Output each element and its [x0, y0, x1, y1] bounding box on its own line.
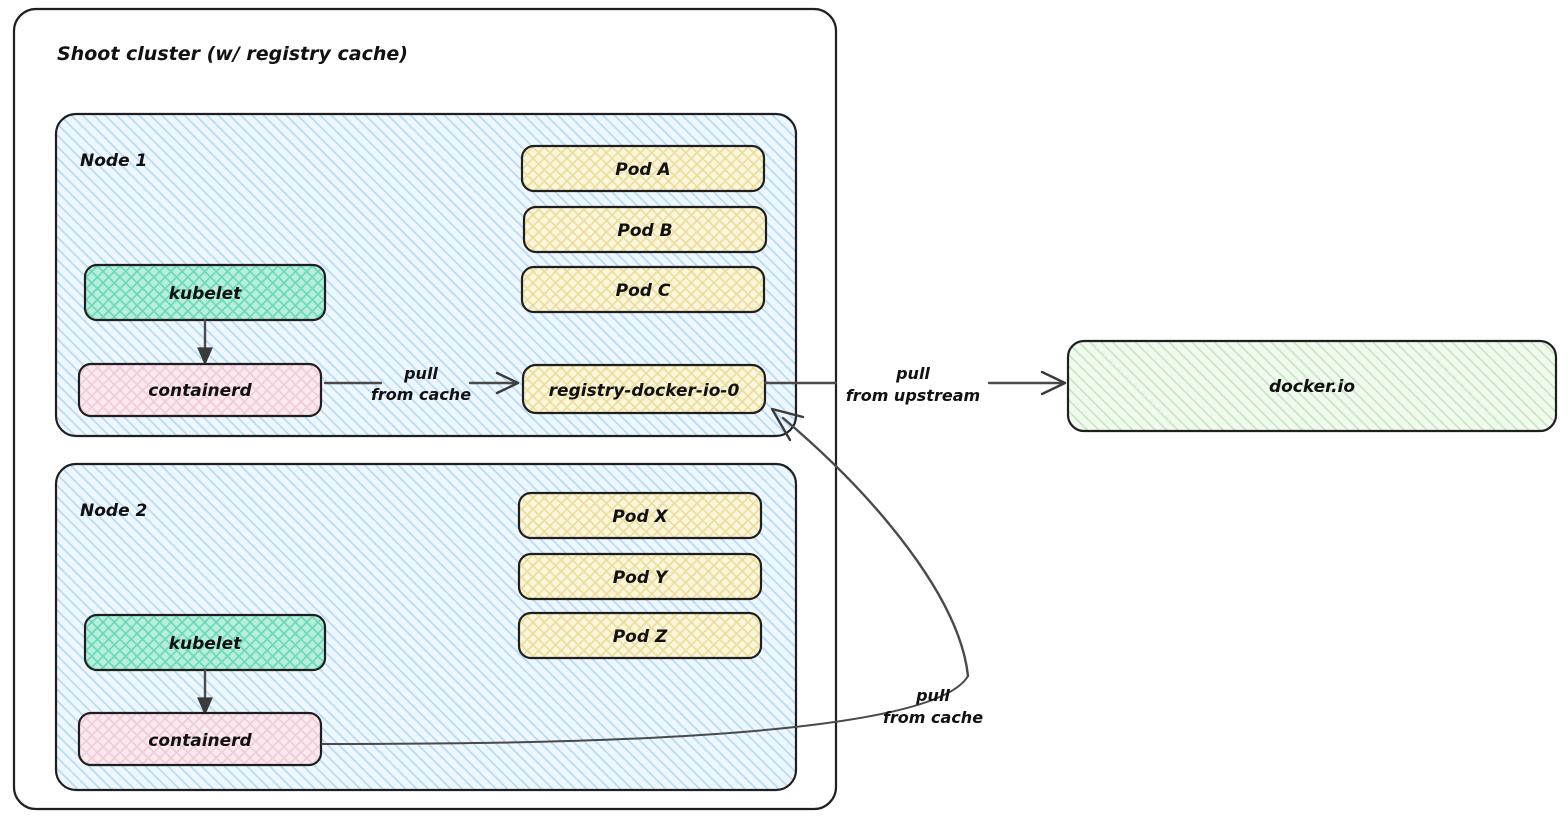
node-2-kubelet[interactable]: kubelet	[83, 613, 327, 672]
node-1-pod-b[interactable]: Pod B	[522, 205, 768, 254]
node-2-pod-z[interactable]: Pod Z	[517, 611, 763, 660]
external-registry[interactable]: docker.io	[1066, 339, 1558, 433]
edge-pull-from-upstream-line2: from upstream	[846, 386, 980, 405]
node-2-pod-y-label: Pod Y	[613, 568, 669, 588]
node-1-containerd-box[interactable]	[77, 362, 323, 418]
node-1-pod-c[interactable]: Pod C	[520, 265, 766, 314]
edge-node2-pull-from-cache-line2: from cache	[883, 708, 983, 727]
node-1-group: Node 1 kubelet containerd Pod A	[54, 112, 798, 438]
node-2-pod-x[interactable]: Pod X	[517, 491, 763, 540]
node-2-pod-y-box[interactable]	[517, 552, 763, 601]
node-1-kubelet[interactable]: kubelet	[83, 263, 327, 322]
node-2-containerd-label: containerd	[148, 731, 252, 751]
docker-io-box[interactable]	[1066, 339, 1558, 433]
node-1-pod-c-box[interactable]	[520, 265, 766, 314]
node-2-label: Node 2	[80, 501, 147, 521]
node-1-containerd[interactable]: containerd	[77, 362, 323, 418]
node-2-kubelet-to-containerd-arrow	[197, 668, 213, 716]
node-2-group: Node 2 kubelet containerd Pod X	[54, 462, 798, 792]
edge-node1-pull-from-cache-line2: from cache	[371, 385, 471, 404]
node-2-container	[54, 462, 798, 792]
node-1-label: Node 1	[80, 151, 147, 171]
registry-cache-pod-box[interactable]	[521, 363, 767, 415]
node-2-pod-z-label: Pod Z	[613, 627, 668, 647]
node-2-pod-z-box[interactable]	[517, 611, 763, 660]
node-2-pod-x-label: Pod X	[612, 507, 668, 527]
node-2-pod-x-box[interactable]	[517, 491, 763, 540]
node-1-kubelet-label: kubelet	[169, 284, 242, 304]
node-2-pod-y[interactable]: Pod Y	[517, 552, 763, 601]
node-2-containerd-box[interactable]	[77, 711, 323, 767]
edge-node2-pull-from-cache-line1: pull	[915, 686, 950, 705]
edge-node1-pull-from-cache: pull from cache	[323, 364, 520, 404]
node-1-containerd-label: containerd	[148, 381, 252, 401]
edge-node2-pull-from-cache: pull from cache	[321, 407, 983, 745]
edge-pull-from-upstream: pull from upstream	[763, 364, 1067, 405]
node-1-kubelet-to-containerd-arrow	[197, 318, 213, 366]
shoot-cluster-label: Shoot cluster (w/ registry cache)	[57, 43, 408, 65]
edge-pull-from-upstream-line1: pull	[895, 364, 930, 383]
node-1-container	[54, 112, 798, 438]
registry-cache-pod-label: registry-docker-io-0	[549, 381, 740, 401]
edge-node1-pull-from-cache-line1: pull	[403, 364, 438, 383]
docker-io-label: docker.io	[1269, 377, 1355, 397]
node-1-pod-a-box[interactable]	[520, 144, 766, 193]
node-1-pod-b-box[interactable]	[522, 205, 768, 254]
node-1-pod-c-label: Pod C	[616, 281, 671, 301]
node-1-pod-a[interactable]: Pod A	[520, 144, 766, 193]
node-2-kubelet-label: kubelet	[169, 634, 242, 654]
node-1-pod-a-label: Pod A	[615, 160, 670, 180]
node-1-pod-b-label: Pod B	[617, 221, 672, 241]
registry-cache-pod[interactable]: registry-docker-io-0	[521, 363, 767, 415]
node-2-containerd[interactable]: containerd	[77, 711, 323, 767]
